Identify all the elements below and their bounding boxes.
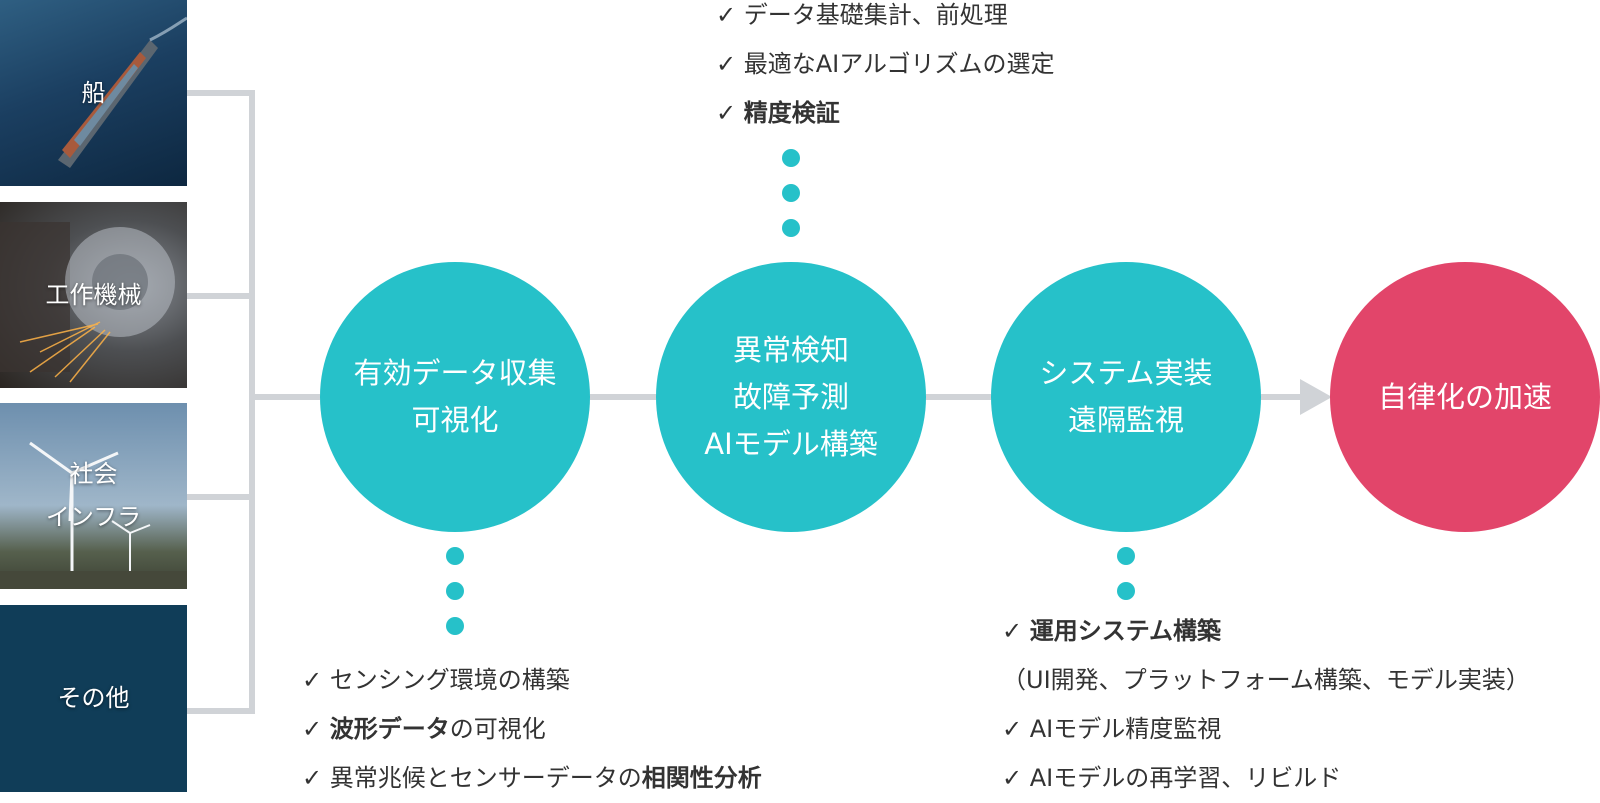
industry-label-line: 工作機械	[45, 280, 142, 309]
detail-emphasis: 波形データ	[329, 715, 450, 743]
industry-label-line: その他	[57, 684, 130, 712]
dots-below-step3	[1117, 547, 1135, 600]
dots-above-step2	[782, 149, 800, 237]
step-label-line: システム実装	[1039, 356, 1213, 390]
detail-item: ✓ 精度検証	[716, 89, 1055, 138]
ship-photo-icon	[58, 16, 187, 168]
detail-text: ✓ センシング環境の構築	[302, 666, 570, 694]
dot	[782, 149, 800, 167]
industry-tile-social-infra: 社会 インフラ	[0, 403, 187, 589]
step-label-line: 可視化	[411, 403, 499, 437]
step-label-line: 有効データ収集	[353, 356, 557, 390]
flow-arrow-icon	[1300, 379, 1332, 415]
dot	[446, 582, 464, 600]
step-system-implementation: システム実装 遠隔監視	[991, 262, 1261, 532]
dot	[446, 547, 464, 565]
detail-item: ✓ 運用システム構築	[1002, 607, 1530, 656]
detail-item: ✓ データ基礎集計、前処理	[716, 0, 1055, 40]
industry-label-line: 社会	[69, 460, 118, 488]
dots-below-step1	[446, 547, 464, 635]
detail-item: ✓ 異常兆候とセンサーデータの相関性分析	[302, 754, 762, 803]
industry-tile-ship: 船	[0, 0, 187, 186]
step-ai-model-building: 異常検知 故障予測 AIモデル構築	[656, 262, 926, 532]
step-data-collection: 有効データ収集 可視化	[320, 262, 590, 532]
dot	[446, 617, 464, 635]
detail-text: ✓	[716, 99, 744, 127]
detail-emphasis: 精度検証	[743, 99, 840, 127]
details-below-step1: ✓ センシング環境の構築✓ 波形データの可視化✓ 異常兆候とセンサーデータの相関…	[302, 656, 762, 803]
step-label-line: 異常検知	[732, 332, 849, 367]
dot	[782, 184, 800, 202]
details-above-step2: ✓ データ基礎集計、前処理 ✓ 最適なAIアルゴリズムの選定 ✓ 精度検証	[716, 0, 1055, 138]
step-label-line: AIモデル構築	[704, 426, 878, 461]
step-label-line: 故障予測	[732, 379, 849, 414]
detail-emphasis: 相関性分析	[641, 764, 762, 792]
industry-label-line: 船	[81, 78, 106, 107]
detail-text: ✓ AIモデルの再学習、リビルド	[1002, 764, 1342, 792]
detail-emphasis: 運用システム構築	[1029, 617, 1222, 645]
detail-item: ✓ 波形データの可視化	[302, 705, 762, 754]
detail-item: ✓ センシング環境の構築	[302, 656, 762, 705]
detail-text: （UI開発、プラットフォーム構築、モデル実装）	[1002, 666, 1530, 694]
step-label-line: 遠隔監視	[1067, 403, 1184, 437]
detail-item: ✓ 最適なAIアルゴリズムの選定	[716, 40, 1055, 89]
industry-bracket	[187, 90, 255, 714]
machine-tool-photo-icon	[0, 222, 175, 383]
dot	[1117, 547, 1135, 565]
detail-text: の可視化	[449, 715, 546, 743]
details-below-step3: ✓ 運用システム構築 （UI開発、プラットフォーム構築、モデル実装） ✓ AIモデル…	[1002, 607, 1530, 803]
wind-turbine-photo-icon	[0, 441, 187, 589]
step-autonomy-acceleration: 自律化の加速	[1330, 262, 1600, 532]
detail-text: ✓ 最適なAIアルゴリズムの選定	[716, 50, 1055, 78]
detail-text: ✓ 異常兆候とセンサーデータの	[302, 764, 642, 792]
industry-tile-other: その他	[0, 605, 187, 792]
step-label-line: 自律化の加速	[1377, 379, 1552, 414]
industry-label-line: インフラ	[45, 503, 142, 531]
dot	[782, 219, 800, 237]
dot	[1117, 582, 1135, 600]
detail-item: （UI開発、プラットフォーム構築、モデル実装）	[1002, 656, 1530, 705]
detail-text: ✓ データ基礎集計、前処理	[716, 1, 1008, 29]
detail-item: ✓ AIモデル精度監視	[1002, 705, 1530, 754]
detail-text: ✓	[1002, 617, 1030, 645]
detail-text: ✓	[302, 715, 330, 743]
detail-item: ✓ AIモデルの再学習、リビルド	[1002, 754, 1530, 803]
industry-tile-machine-tool: 工作機械	[0, 202, 187, 388]
detail-text: ✓ AIモデル精度監視	[1002, 715, 1222, 743]
